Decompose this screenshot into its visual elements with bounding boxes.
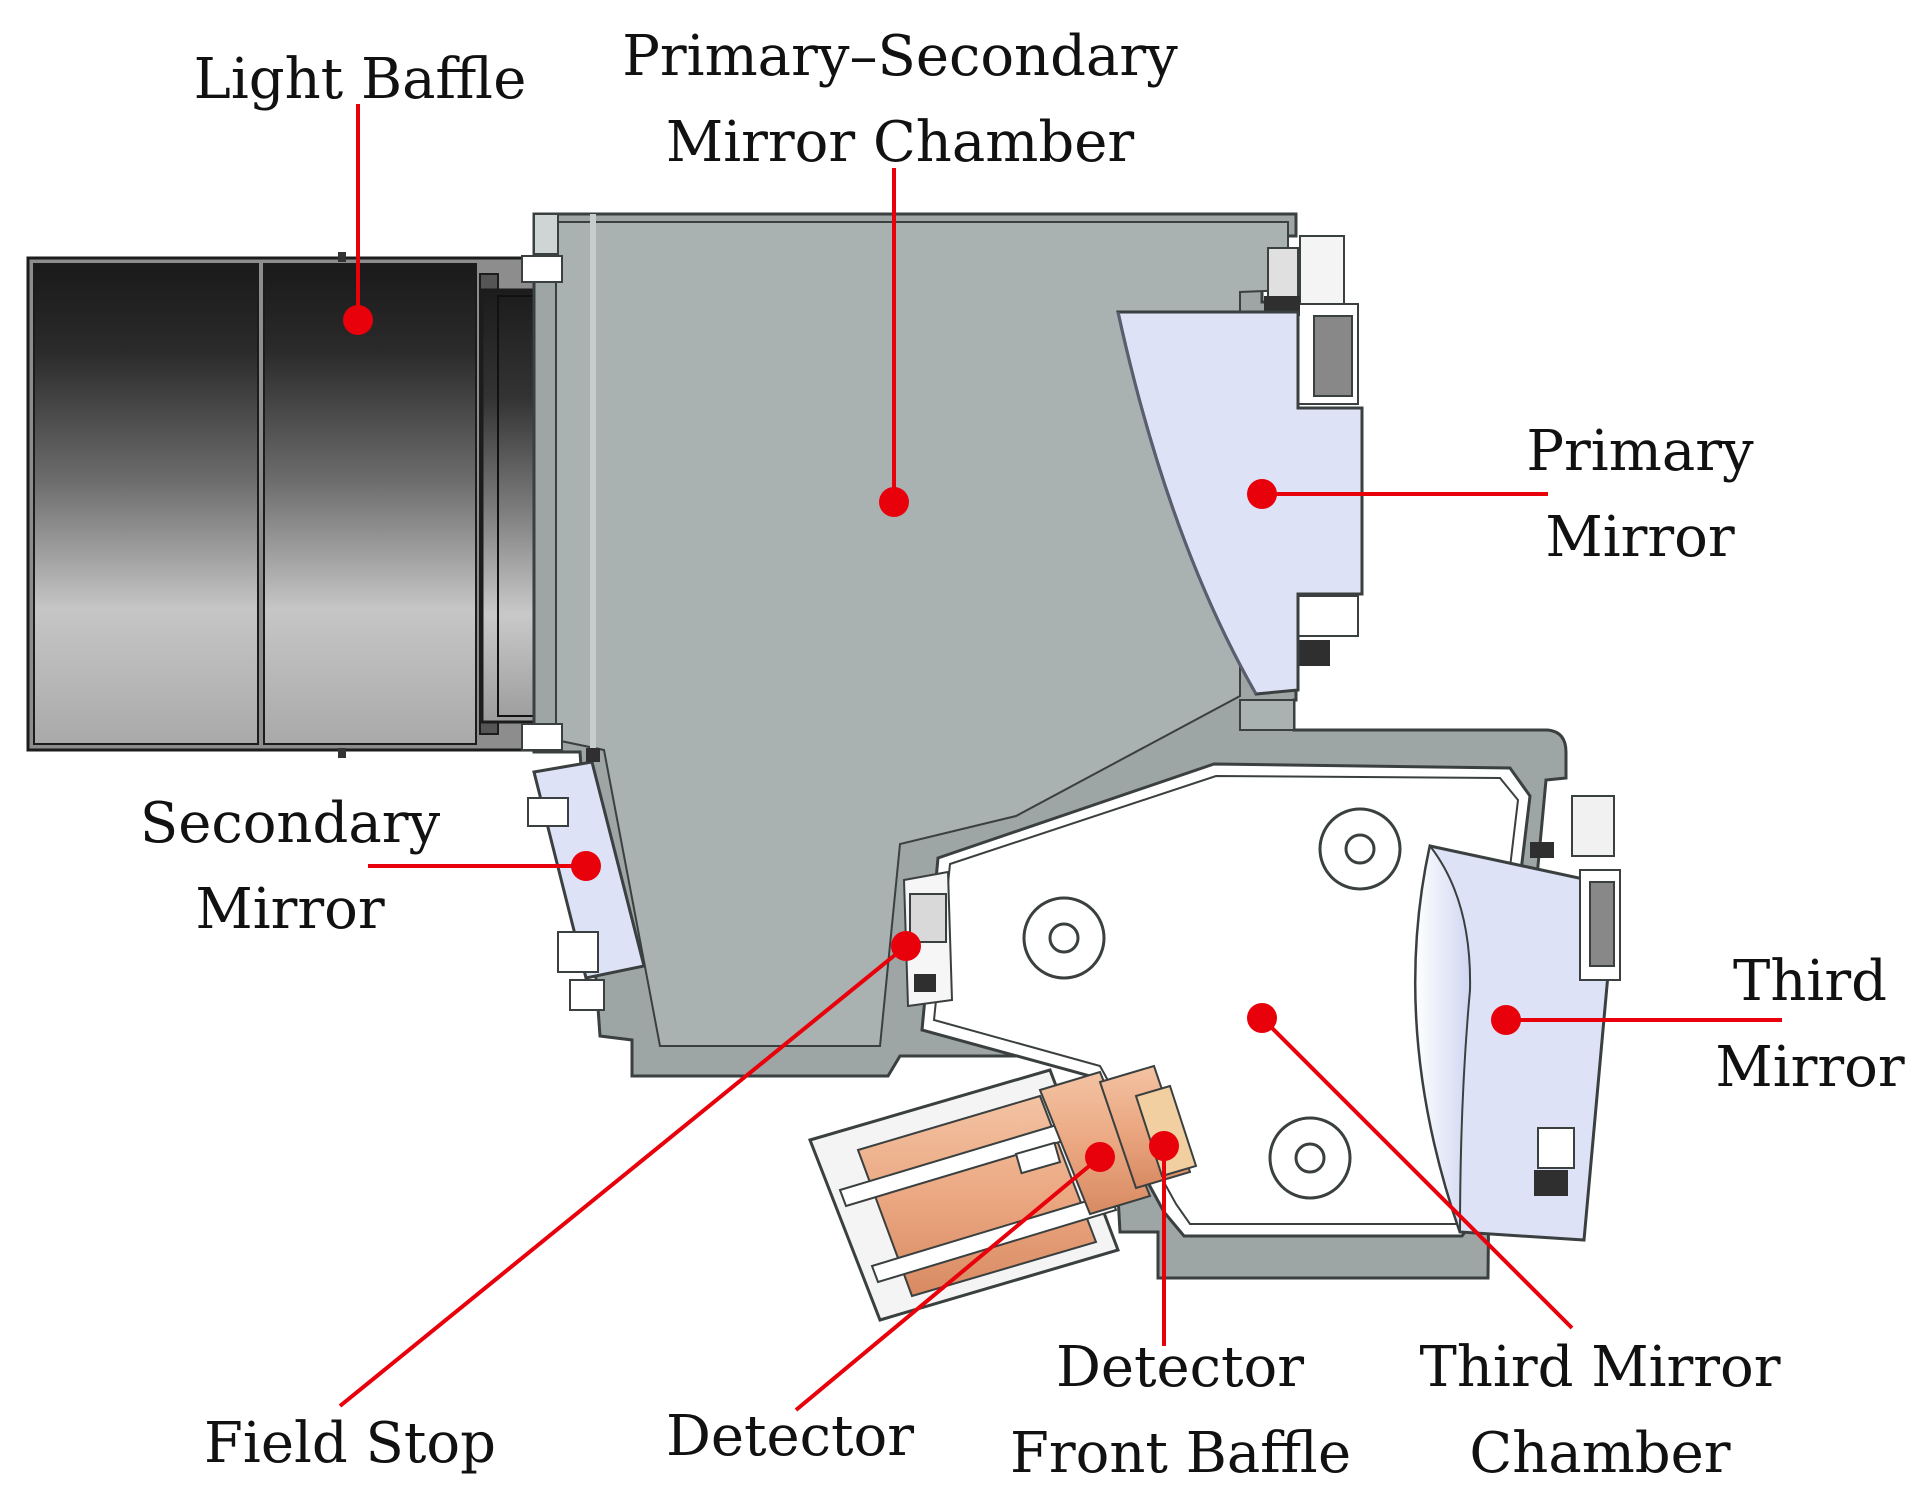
leader-field-stop — [338, 944, 908, 1408]
label-detector-front-baffle: Detector Front Baffle — [1010, 1325, 1352, 1497]
label-third-mirror: Third Mirror — [1710, 939, 1910, 1111]
label-primary-secondary-chamber-line-2: Mirror Chamber — [665, 110, 1135, 175]
label-primary-mirror: Primary Mirror — [1500, 409, 1780, 581]
leader-lines — [338, 104, 1782, 1412]
third-mirror-assembly — [1413, 795, 1621, 1242]
label-light-baffle-line-1: Light Baffle — [193, 47, 527, 112]
label-detector-front-baffle-line-2: Front Baffle — [1010, 1421, 1352, 1486]
label-light-baffle: Light Baffle — [180, 37, 540, 123]
label-third-mirror-line-1: Third — [1733, 949, 1887, 1014]
label-third-mirror-chamber-line-2: Chamber — [1469, 1421, 1731, 1486]
label-third-mirror-chamber: Third Mirror Chamber — [1410, 1325, 1790, 1497]
label-secondary-mirror: Secondary Mirror — [120, 781, 460, 953]
marker-light-baffle — [343, 305, 373, 335]
label-detector: Detector — [640, 1394, 940, 1480]
marker-detector-front-baffle — [1149, 1131, 1179, 1161]
detector-assembly — [808, 1064, 1198, 1322]
label-detector-line-1: Detector — [665, 1404, 915, 1469]
label-field-stop: Field Stop — [190, 1401, 510, 1487]
label-third-mirror-line-2: Mirror — [1715, 1035, 1905, 1100]
label-primary-mirror-line-1: Primary — [1526, 419, 1754, 484]
label-primary-secondary-chamber-line-1: Primary–Secondary — [622, 24, 1178, 89]
marker-detector — [1085, 1142, 1115, 1172]
label-secondary-mirror-line-2: Mirror — [195, 877, 385, 942]
field-stop-assembly — [902, 870, 954, 1008]
marker-primary-mirror — [1247, 479, 1277, 509]
leader-detector — [794, 1155, 1102, 1412]
label-field-stop-line-1: Field Stop — [204, 1411, 496, 1476]
label-detector-front-baffle-line-1: Detector — [1055, 1335, 1305, 1400]
marker-third-mirror-chamber — [1247, 1003, 1277, 1033]
primary-mirror-assembly — [1116, 235, 1364, 696]
label-primary-secondary-chamber: Primary–Secondary Mirror Chamber — [600, 14, 1200, 186]
marker-field-stop — [891, 931, 921, 961]
marker-third-mirror — [1491, 1005, 1521, 1035]
third-mirror-chamber — [920, 762, 1532, 1238]
marker-primary-secondary-chamber — [879, 487, 909, 517]
leader-third-mirror-chamber — [1260, 1016, 1574, 1330]
label-secondary-mirror-line-1: Secondary — [139, 791, 441, 856]
label-primary-mirror-line-2: Mirror — [1545, 505, 1735, 570]
markers — [343, 305, 1521, 1172]
marker-secondary-mirror — [571, 851, 601, 881]
label-third-mirror-chamber-line-1: Third Mirror — [1419, 1335, 1781, 1400]
